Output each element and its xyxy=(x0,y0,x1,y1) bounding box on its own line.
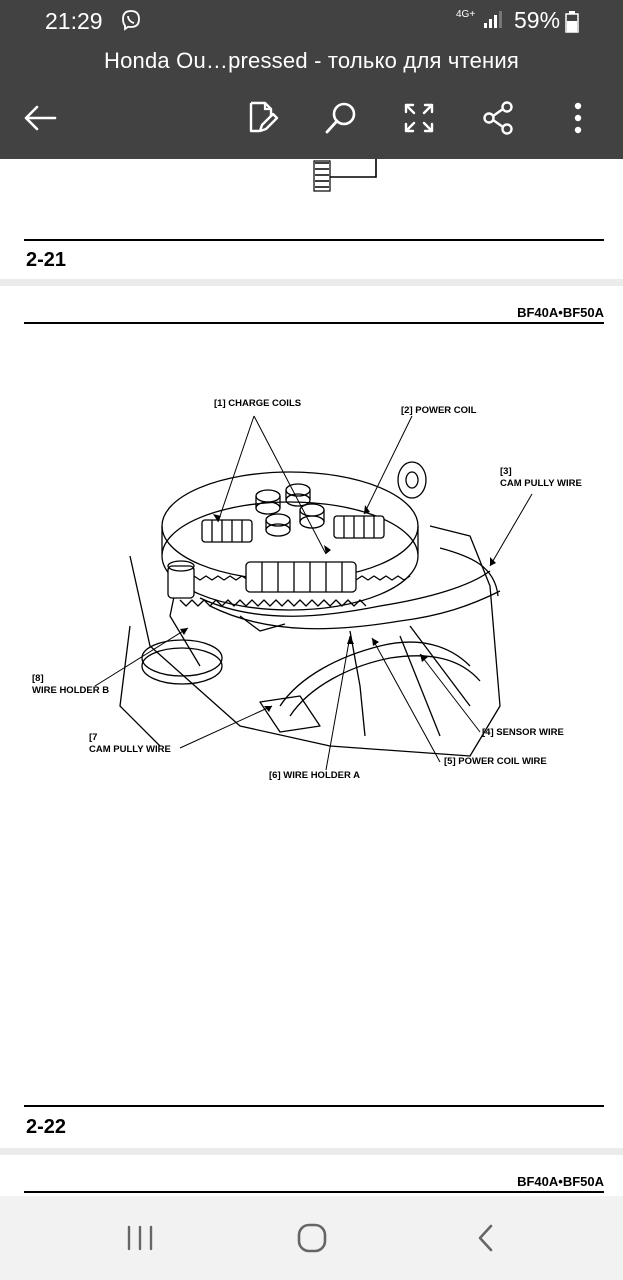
edit-button[interactable] xyxy=(239,96,283,140)
recent-apps-icon xyxy=(127,1225,153,1251)
more-options-button[interactable] xyxy=(556,96,600,140)
battery-percent: 59% xyxy=(514,7,561,33)
edit-document-icon xyxy=(249,101,279,133)
model-header: BF40A•BF50A xyxy=(517,305,604,320)
battery-icon xyxy=(565,11,579,38)
share-icon xyxy=(483,101,513,135)
callout-8-number: [8] xyxy=(32,673,44,684)
page-2-23: BF40A•BF50A xyxy=(0,1155,623,1196)
document-title: Honda Ou…pressed - только для чтения xyxy=(104,48,519,73)
home-button[interactable] xyxy=(282,1216,342,1260)
system-nav-bar xyxy=(0,1196,623,1280)
arrow-left-icon xyxy=(24,105,57,131)
nav-back-button[interactable] xyxy=(456,1216,516,1260)
callout-sensor-wire: [4] SENSOR WIRE xyxy=(482,727,564,738)
callout-cam-pully-wire-7: CAM PULLY WIRE xyxy=(89,744,171,755)
viber-icon xyxy=(120,9,142,31)
page-rule xyxy=(24,1191,604,1193)
page-rule xyxy=(24,1105,604,1107)
fullscreen-button[interactable] xyxy=(397,96,441,140)
search-button[interactable] xyxy=(319,96,363,140)
app-bar: 21:29 4G+ 59% Honda Ou…pressed - только … xyxy=(0,0,623,159)
network-type: 4G+ xyxy=(456,9,476,20)
page-rule xyxy=(24,239,604,241)
callout-power-coil: [2] POWER COIL xyxy=(401,405,477,416)
callout-3-number: [3] xyxy=(500,466,512,477)
callout-wire-holder-a: [6] WIRE HOLDER A xyxy=(269,770,360,781)
status-bar: 21:29 4G+ 59% xyxy=(0,0,623,44)
callout-charge-coils: [1] CHARGE COILS xyxy=(214,398,302,409)
page-rule xyxy=(24,322,604,324)
page-2-21: 2-21 xyxy=(0,159,623,279)
more-vertical-icon xyxy=(574,102,582,134)
expand-icon xyxy=(404,103,434,133)
callout-power-coil-wire: [5] POWER COIL WIRE xyxy=(444,756,547,767)
back-button[interactable] xyxy=(18,96,62,140)
page-number: 2-21 xyxy=(26,249,67,271)
home-icon xyxy=(297,1223,327,1253)
model-header: BF40A•BF50A xyxy=(517,1174,604,1189)
page-number: 2-22 xyxy=(26,1116,67,1138)
diagram-fragment xyxy=(313,159,377,192)
callout-7-number: [7 xyxy=(89,732,98,743)
chevron-left-icon xyxy=(478,1224,493,1252)
callout-cam-pully-wire-3: CAM PULLY WIRE xyxy=(500,478,582,489)
callout-wire-holder-b: WIRE HOLDER B xyxy=(32,685,110,696)
engine-diagram xyxy=(94,415,533,771)
page-2-22: BF40A•BF50A xyxy=(0,286,623,1148)
share-button[interactable] xyxy=(476,96,520,140)
recent-apps-button[interactable] xyxy=(110,1216,170,1260)
signal-icon xyxy=(482,10,504,35)
search-icon xyxy=(325,102,356,134)
status-time: 21:29 xyxy=(45,8,103,34)
